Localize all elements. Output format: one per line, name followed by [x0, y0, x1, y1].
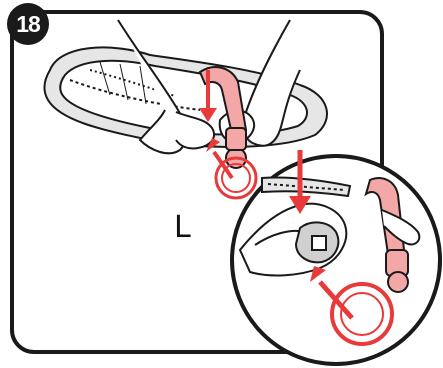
side-label: L	[174, 210, 191, 245]
step-number-label: 18	[10, 6, 46, 42]
